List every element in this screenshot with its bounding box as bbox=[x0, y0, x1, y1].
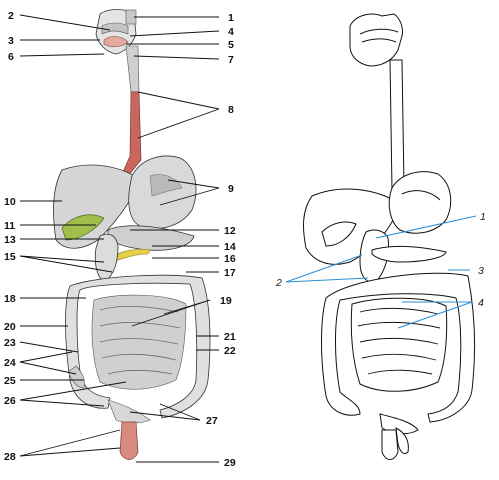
left-label-14: 14 bbox=[224, 241, 236, 253]
right-outline-figure bbox=[303, 13, 476, 460]
left-label-16: 16 bbox=[224, 253, 236, 265]
left-label-25: 25 bbox=[4, 375, 16, 387]
left-label-13: 13 bbox=[4, 234, 16, 246]
left-label-28: 28 bbox=[4, 451, 16, 463]
right-label-3: 3 bbox=[478, 265, 484, 277]
outline-anal-canal bbox=[395, 427, 409, 455]
outline-esophagus bbox=[389, 59, 405, 191]
left-label-1: 1 bbox=[228, 12, 234, 24]
left-label-24: 24 bbox=[4, 357, 16, 369]
outline-palate bbox=[359, 28, 399, 43]
small-intestine-folds bbox=[99, 305, 181, 375]
left-label-18: 18 bbox=[4, 293, 16, 305]
small-intestine bbox=[91, 294, 187, 390]
left-number-labels: 1 2 3 4 5 6 7 8 9 10 11 12 13 14 15 16 1… bbox=[4, 10, 236, 469]
outline-stomach-inner bbox=[401, 190, 441, 201]
large-intestine bbox=[65, 274, 211, 419]
esophagus bbox=[122, 91, 142, 177]
pharynx bbox=[125, 45, 140, 93]
left-label-5: 5 bbox=[228, 39, 234, 51]
left-label-22: 22 bbox=[224, 345, 236, 357]
right-label-4: 4 bbox=[478, 297, 484, 309]
pancreas bbox=[107, 225, 195, 251]
right-number-labels: 1 2 3 4 bbox=[275, 211, 486, 309]
outline-small-intestine-folds bbox=[357, 307, 441, 375]
left-label-21: 21 bbox=[224, 331, 236, 343]
left-label-15: 15 bbox=[4, 251, 16, 263]
left-label-10: 10 bbox=[4, 196, 16, 208]
pancreatic-duct bbox=[109, 248, 151, 263]
right-label-1: 1 bbox=[480, 211, 486, 223]
hard-palate bbox=[101, 22, 129, 35]
left-label-19: 19 bbox=[220, 295, 232, 307]
right-leader-lines bbox=[285, 215, 477, 329]
outline-rectum bbox=[381, 429, 399, 460]
left-label-29: 29 bbox=[224, 457, 236, 469]
outline-stomach bbox=[388, 171, 452, 234]
left-label-8: 8 bbox=[228, 104, 234, 116]
outline-small-intestine bbox=[350, 297, 448, 392]
stomach-mucosa bbox=[149, 174, 183, 197]
duodenum bbox=[94, 233, 119, 283]
tongue bbox=[103, 36, 129, 48]
right-label-2: 2 bbox=[275, 277, 282, 289]
left-label-20: 20 bbox=[4, 321, 16, 333]
left-label-17: 17 bbox=[224, 267, 236, 279]
left-label-26: 26 bbox=[4, 395, 16, 407]
left-leader-lines bbox=[19, 14, 220, 463]
left-label-7: 7 bbox=[228, 54, 234, 66]
sigmoid-colon bbox=[107, 399, 151, 424]
left-label-27: 27 bbox=[206, 415, 218, 427]
rectum bbox=[119, 421, 139, 460]
outline-pancreas bbox=[371, 245, 447, 263]
outline-large-intestine bbox=[321, 272, 476, 423]
left-label-23: 23 bbox=[4, 337, 16, 349]
left-anatomy-figure bbox=[53, 9, 211, 460]
left-label-3: 3 bbox=[8, 35, 14, 47]
left-label-11: 11 bbox=[4, 220, 15, 232]
left-label-12: 12 bbox=[224, 225, 236, 237]
left-label-9: 9 bbox=[228, 183, 234, 195]
caecum bbox=[67, 365, 85, 389]
left-label-4: 4 bbox=[228, 26, 234, 38]
left-label-2: 2 bbox=[8, 10, 14, 22]
outline-gallbladder bbox=[321, 221, 357, 247]
left-label-6: 6 bbox=[8, 51, 14, 63]
